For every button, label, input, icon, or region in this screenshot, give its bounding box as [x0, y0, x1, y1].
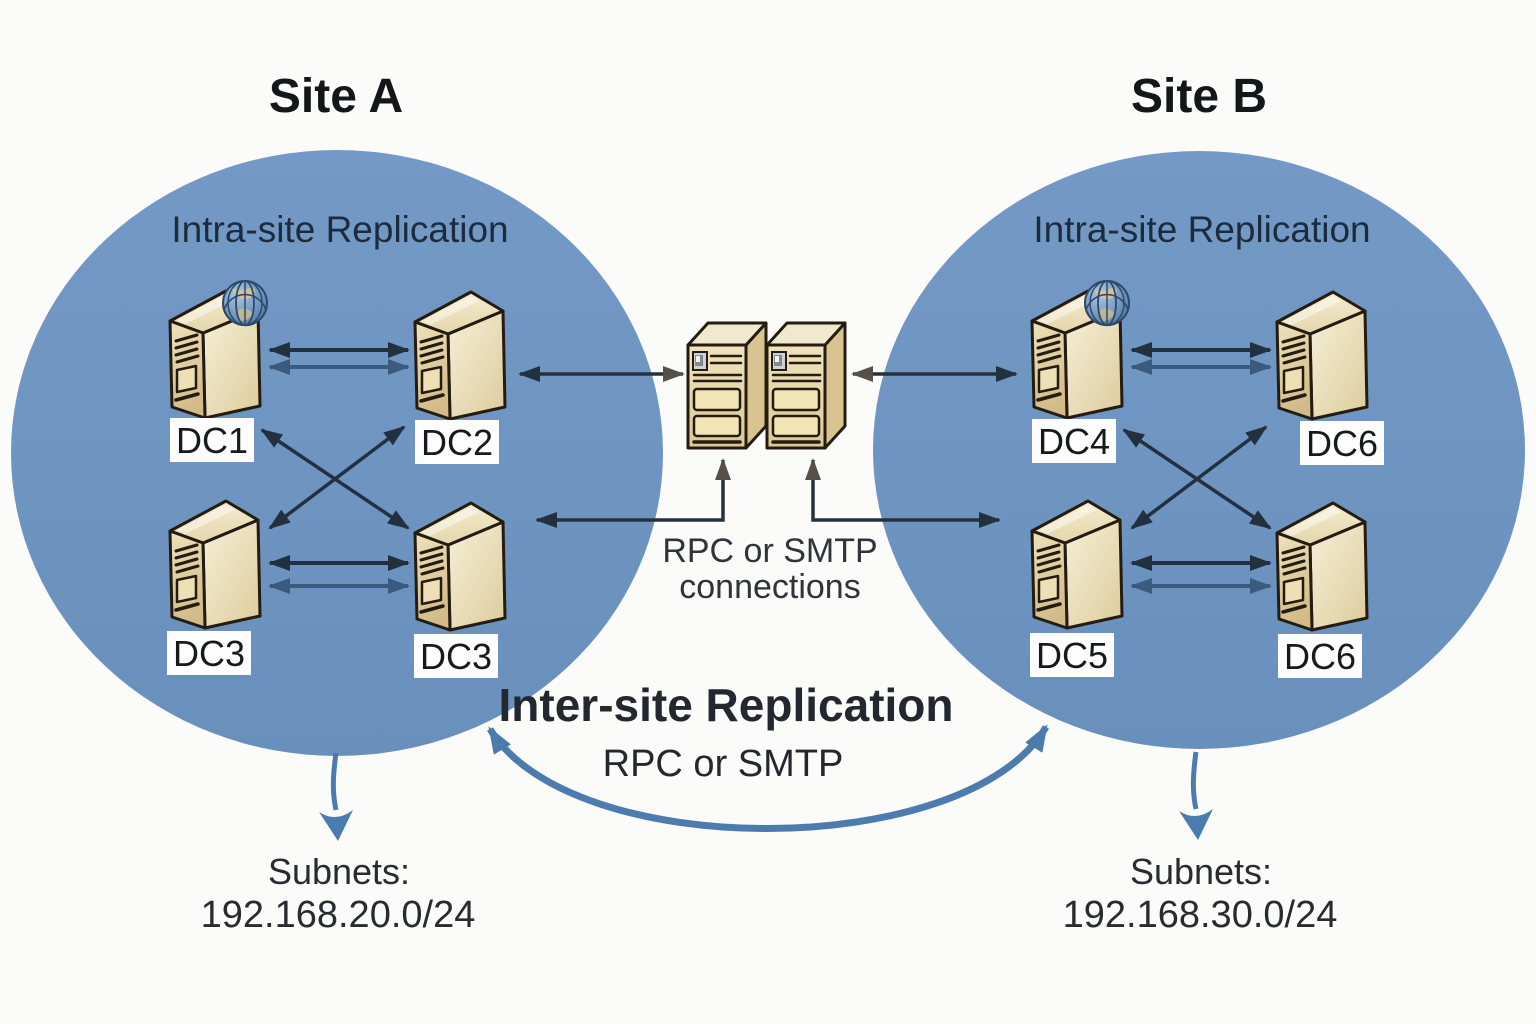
- site-b-intra-replication-label: Intra-site Replication: [1033, 209, 1370, 250]
- dc6-top-label: DC6: [1300, 421, 1384, 465]
- rpc-smtp-connections-label: RPC or SMTP connections: [662, 532, 877, 606]
- svg-text:connections: connections: [679, 568, 860, 606]
- svg-text:RPC or SMTP: RPC or SMTP: [662, 532, 877, 570]
- site-a-intra-replication-label: Intra-site Replication: [171, 209, 508, 250]
- svg-text:DC3: DC3: [173, 633, 245, 674]
- site-a-intra-arrows: [260, 342, 410, 594]
- svg-text:DC6: DC6: [1284, 636, 1356, 677]
- svg-text:DC6: DC6: [1306, 423, 1378, 464]
- site-b-intra-arrows: [1122, 342, 1272, 594]
- bridgehead-server-icon: [686, 321, 768, 450]
- dc1-label: DC1: [170, 418, 254, 462]
- inter-site-replication-arrow: [487, 724, 1050, 832]
- bridgehead-server-icon: [765, 321, 847, 450]
- site-b-subnets: Subnets: 192.168.30.0/24: [1063, 851, 1338, 936]
- bridgehead-link-arrows: [518, 366, 1018, 528]
- globe-icon: [222, 280, 268, 327]
- site-b-title: Site B: [1131, 70, 1267, 123]
- dc3a-label: DC3: [167, 631, 251, 675]
- site-b-subnet-arrow: [1179, 751, 1213, 840]
- svg-text:DC3: DC3: [420, 636, 492, 677]
- inter-site-transport-label: RPC or SMTP: [603, 743, 844, 785]
- dc6-bottom-label: DC6: [1278, 634, 1362, 678]
- site-b-subnets-heading: Subnets:: [1130, 851, 1272, 892]
- inter-site-replication-title: Inter-site Replication: [499, 679, 954, 731]
- svg-text:DC5: DC5: [1036, 635, 1108, 676]
- dc5-label: DC5: [1030, 633, 1114, 677]
- site-b-subnet-cidr: 192.168.30.0/24: [1063, 894, 1338, 936]
- site-a-subnet-cidr: 192.168.20.0/24: [201, 894, 476, 936]
- site-a-subnet-arrow: [319, 752, 353, 841]
- site-a-subnets: Subnets: 192.168.20.0/24: [201, 851, 476, 936]
- globe-icon: [1084, 280, 1130, 327]
- svg-text:DC2: DC2: [421, 422, 493, 463]
- dc4-label: DC4: [1032, 419, 1116, 463]
- site-a-subnets-heading: Subnets:: [268, 851, 410, 892]
- site-a-title: Site A: [269, 70, 403, 123]
- dc3b-label: DC3: [414, 634, 498, 678]
- svg-text:DC1: DC1: [176, 420, 248, 461]
- svg-text:DC4: DC4: [1038, 421, 1110, 462]
- dc2-label: DC2: [415, 420, 499, 464]
